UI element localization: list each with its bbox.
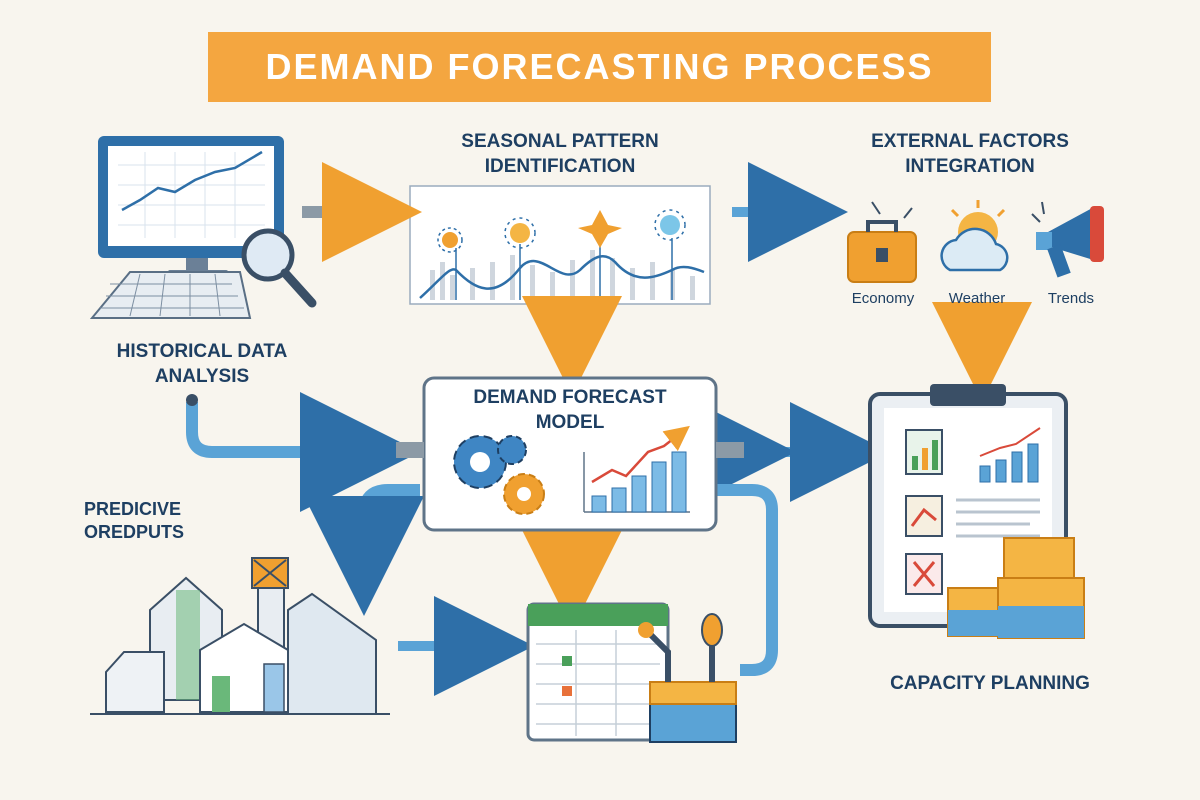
predictive-stage-label: PREDICIVE OREDPUTS bbox=[84, 499, 185, 543]
spreadsheet-icon bbox=[526, 602, 670, 742]
flow-arrows bbox=[186, 162, 1032, 696]
capacity-stage-label: CAPACITY PLANNING bbox=[890, 673, 1090, 694]
boxes-icon bbox=[947, 537, 1085, 639]
page-title: DEMAND FORECASTING PROCESS bbox=[265, 46, 934, 87]
title-banner: DEMAND FORECASTING PROCESS bbox=[208, 32, 991, 102]
robot-arm-icon bbox=[638, 613, 737, 743]
historical-stage-label: HISTORICAL DATA ANALYSIS bbox=[116, 341, 288, 387]
growth-chart-icon bbox=[583, 425, 690, 513]
briefcase-icon bbox=[847, 201, 917, 283]
model-stage-label: DEMAND FORECAST MODEL bbox=[473, 387, 667, 433]
cloud-sun-icon bbox=[940, 200, 1009, 272]
gears-icon bbox=[453, 435, 545, 515]
seasonal-chart-icon bbox=[409, 185, 711, 305]
keyboard-icon bbox=[89, 271, 252, 319]
seasonal-stage-label: SEASONAL PATTERN IDENTIFICATION bbox=[461, 131, 659, 177]
factory-icon bbox=[90, 557, 390, 715]
external-stage-label: EXTERNAL FACTORS INTEGRATION bbox=[871, 131, 1069, 177]
magnifier-icon bbox=[241, 228, 317, 308]
megaphone-icon bbox=[1031, 201, 1104, 278]
factor-label-weather: Weather bbox=[948, 290, 1006, 307]
clipboard-icon bbox=[868, 384, 1068, 628]
factor-label-economy: Economy bbox=[851, 290, 915, 307]
factor-label-trends: Trends bbox=[1047, 290, 1095, 307]
